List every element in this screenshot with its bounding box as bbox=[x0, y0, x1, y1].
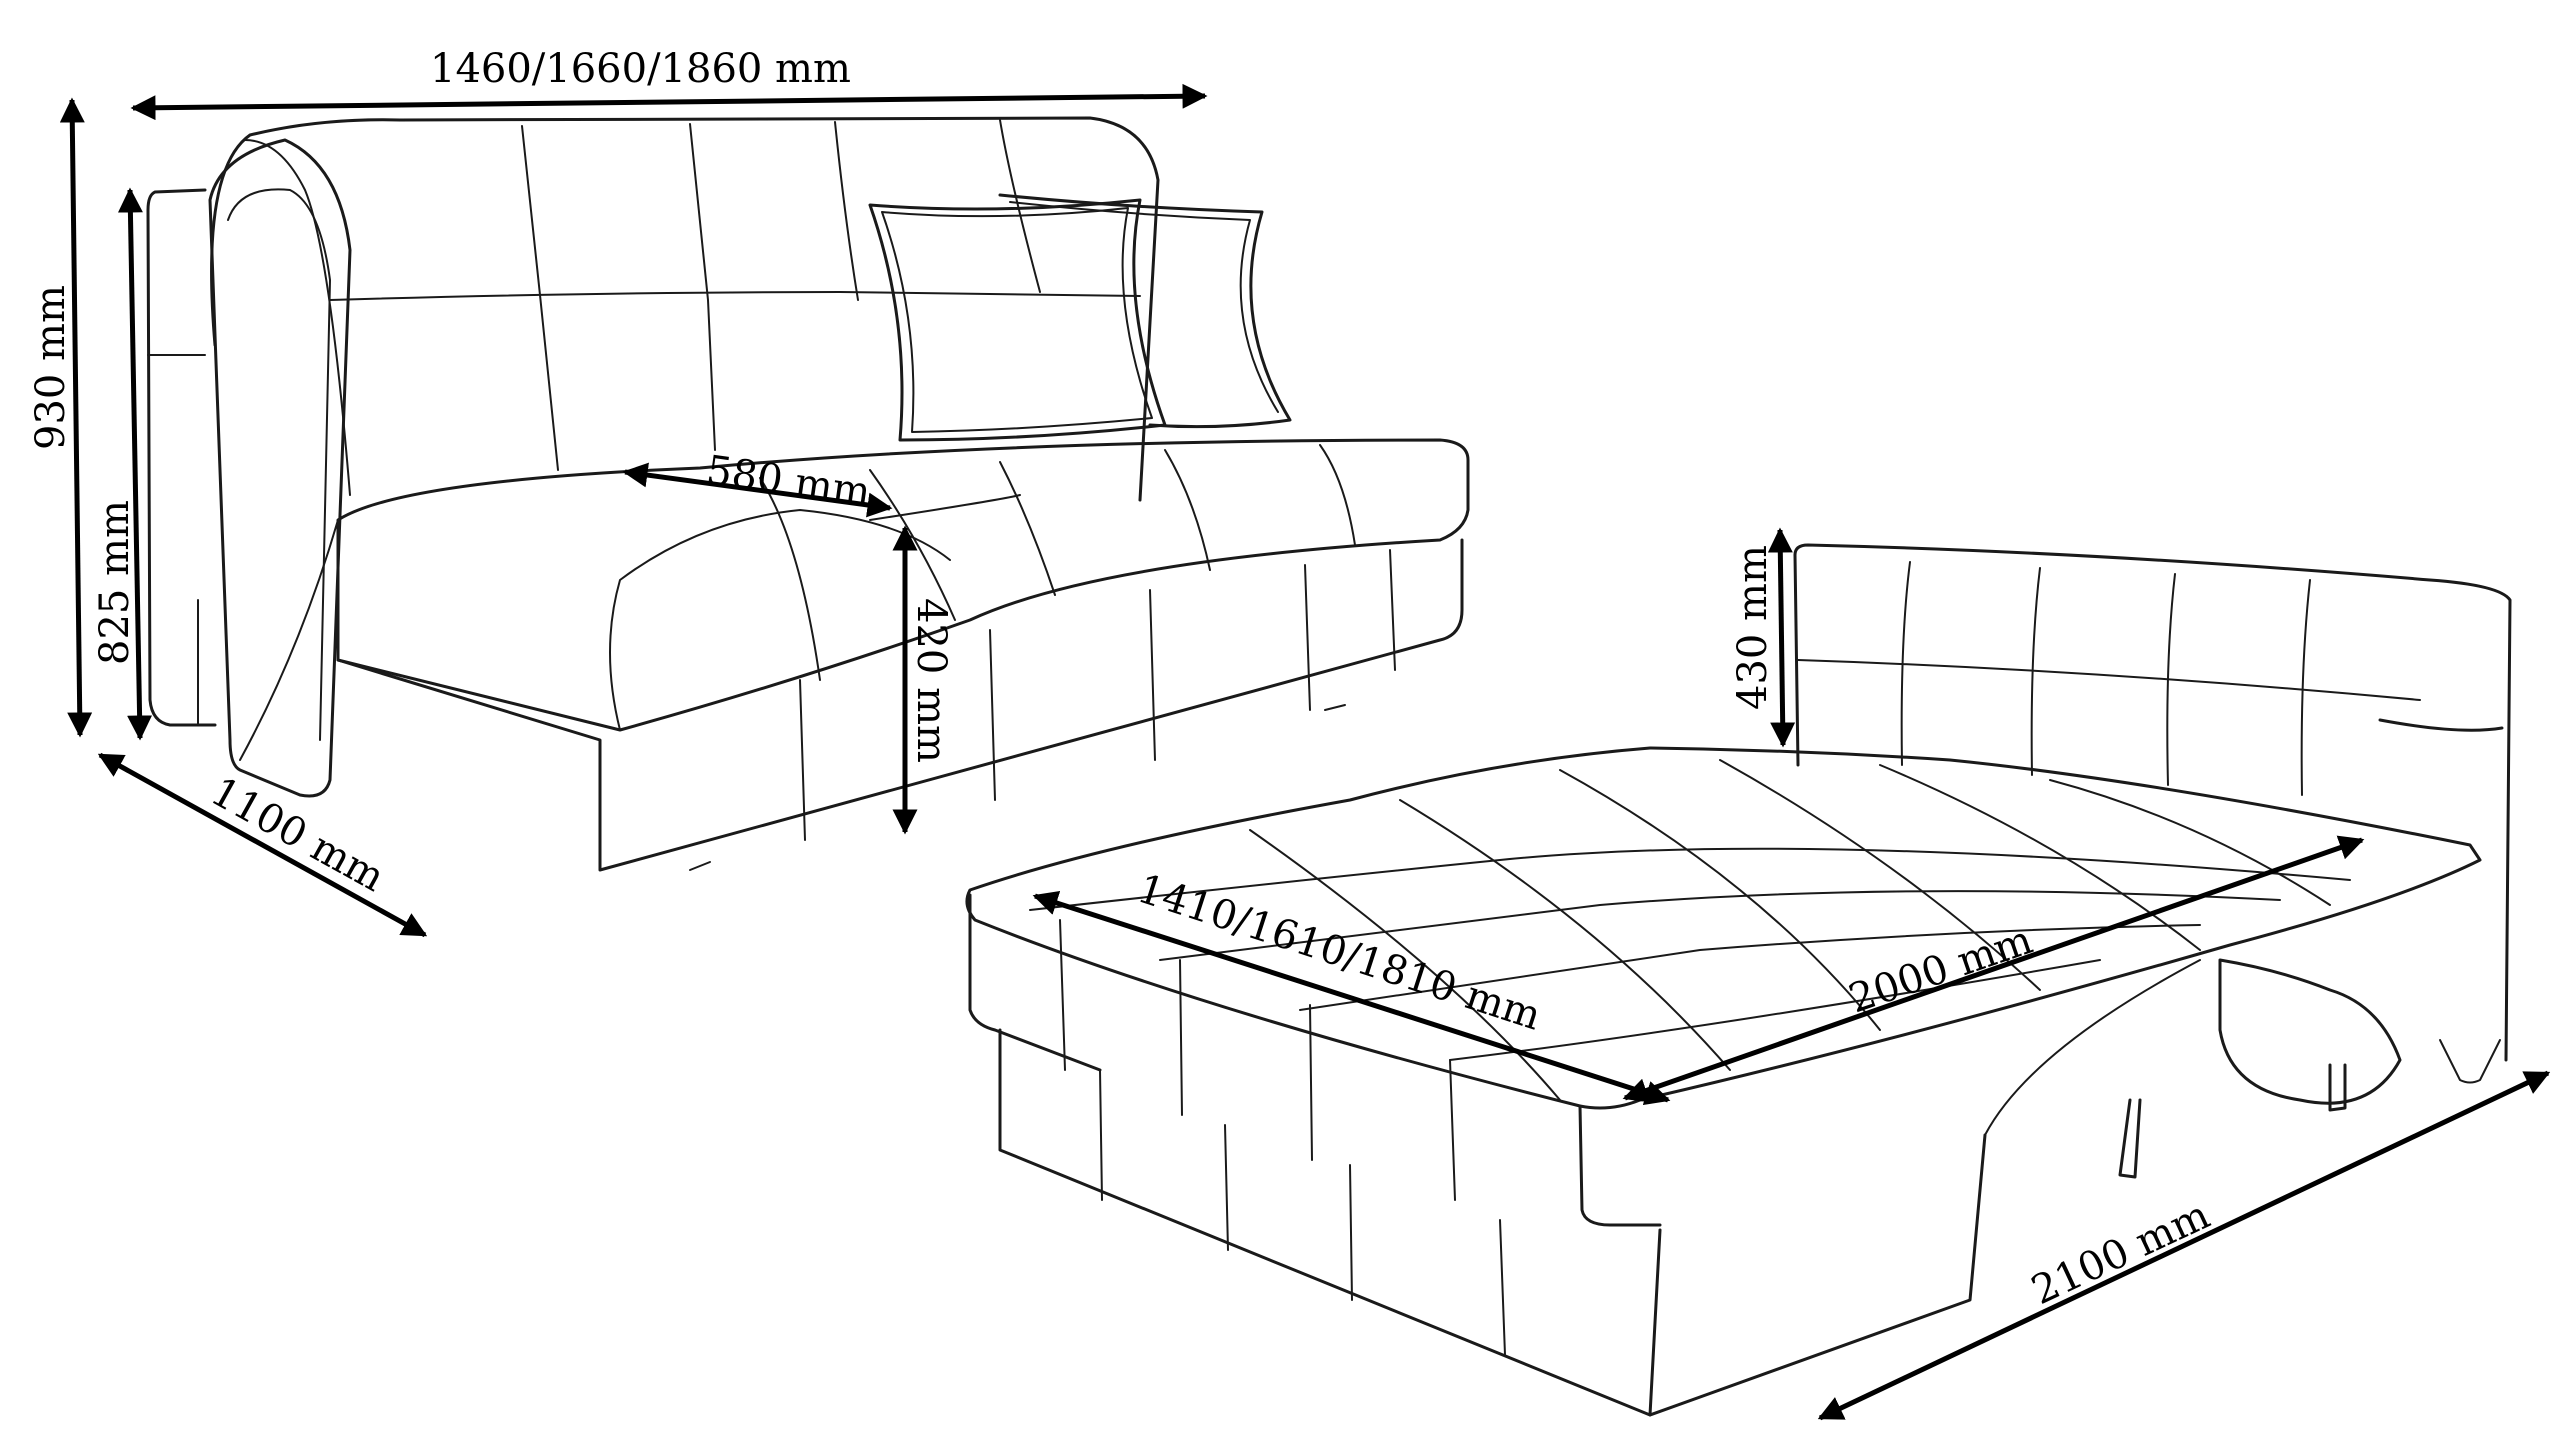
bed-total-length-label: 2100 mm bbox=[2025, 1192, 2217, 1314]
bed-width-label: 1410/1610/1810 mm bbox=[1132, 866, 1547, 1040]
sofa-depth-label: 1100 mm bbox=[203, 769, 392, 902]
sofa-width-label: 1460/1660/1860 mm bbox=[430, 46, 851, 92]
sofa-height-dim-line bbox=[59, 97, 93, 738]
sofa-width-dim-line bbox=[130, 83, 1208, 121]
bed-length-dim-line bbox=[1622, 835, 2365, 1103]
dimension-labels: 1460/1660/1860 mm 930 mm 825 mm 580 mm 4… bbox=[28, 46, 2217, 1314]
sofa-depth-dim-line bbox=[97, 752, 428, 938]
sofa-height-label: 930 mm bbox=[28, 285, 74, 450]
bed-back-height-dim-line bbox=[1767, 527, 1796, 748]
seat-depth-dim-line bbox=[622, 462, 893, 518]
seat-height-label: 420 mm bbox=[908, 598, 954, 763]
bed-total-length-dim-line bbox=[1817, 1070, 2551, 1421]
sofa-folded-drawing bbox=[146, 116, 1470, 872]
bed-back-height-label: 430 mm bbox=[1730, 545, 1776, 710]
dimension-lines bbox=[59, 83, 2551, 1421]
backrest-height-dim-line bbox=[117, 187, 153, 741]
backrest-height-label: 825 mm bbox=[92, 500, 138, 665]
bed-width-dim-line bbox=[1032, 891, 1671, 1105]
